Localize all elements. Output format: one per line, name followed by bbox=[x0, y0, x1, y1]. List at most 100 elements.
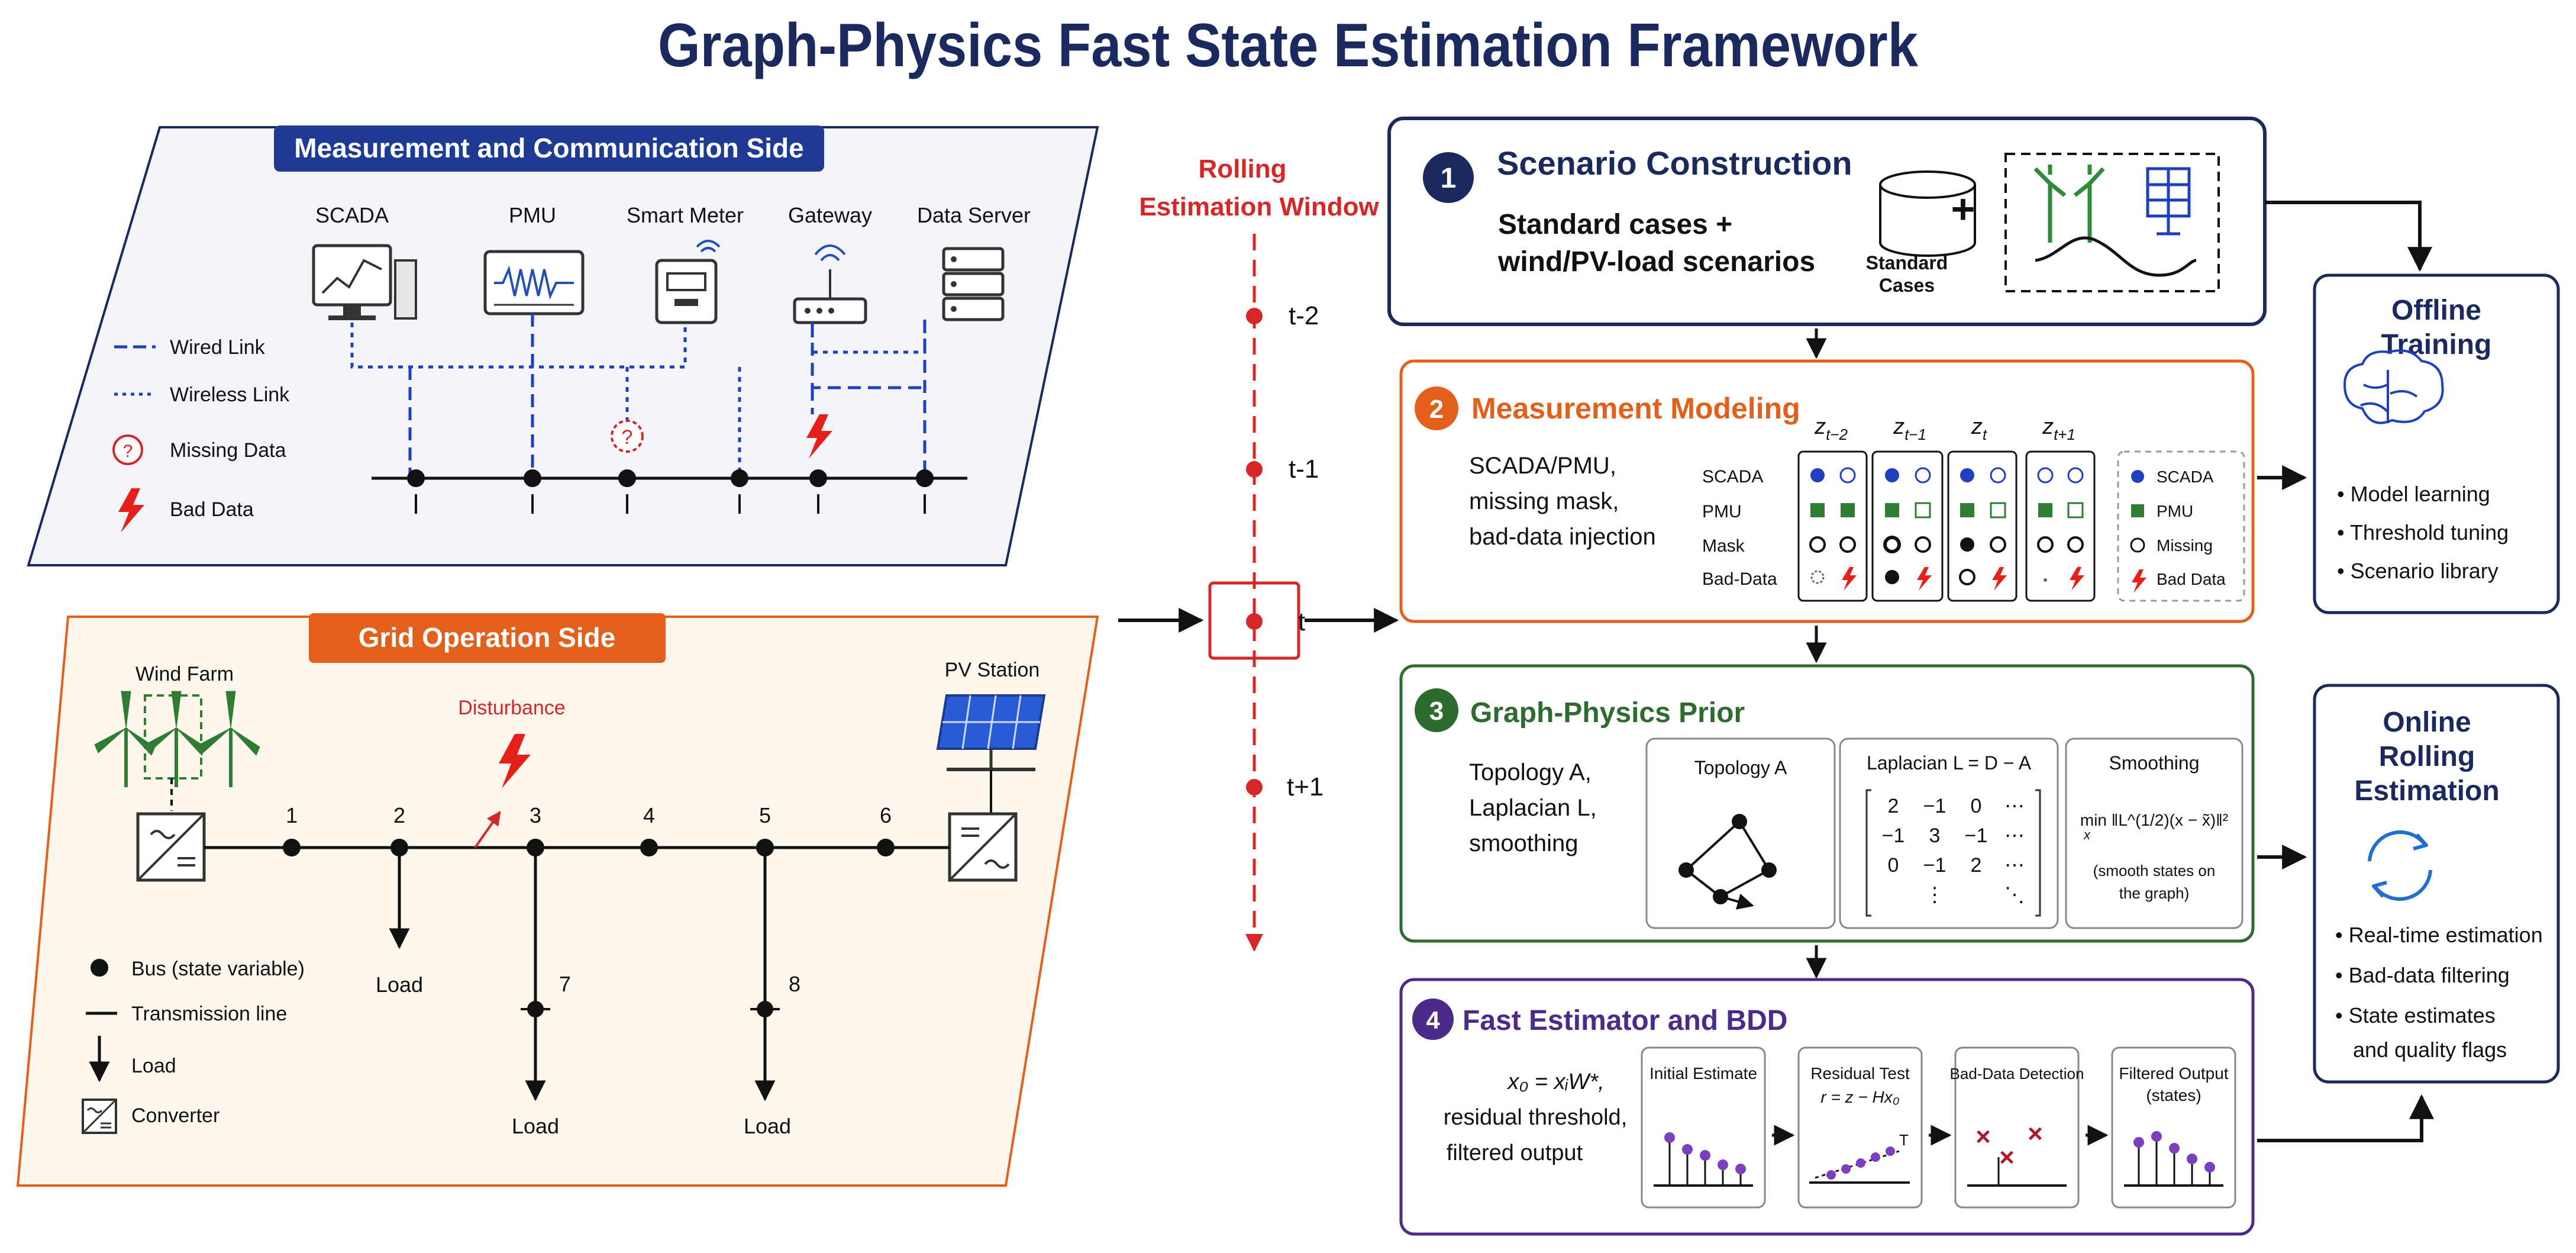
grid-bus-dots bbox=[283, 839, 895, 856]
stage-2-number: 2 bbox=[1429, 395, 1444, 424]
measurement-bus-dots bbox=[407, 469, 934, 487]
offline-item-2: • Threshold tuning bbox=[2337, 520, 2509, 545]
stage-3-title: Graph-Physics Prior bbox=[1470, 697, 1745, 729]
stage-4-number: 4 bbox=[1426, 1006, 1440, 1034]
smoothing-formula: min ‖L^(1/2)(x − x̃)‖² bbox=[2080, 811, 2228, 829]
device-label-scada: SCADA bbox=[315, 203, 389, 227]
panel-filtered-output: Filtered Output bbox=[2119, 1064, 2228, 1083]
legend-bus: Bus (state variable) bbox=[131, 958, 305, 980]
online-item-3-text: State estimates bbox=[2349, 1003, 2496, 1027]
lap-cell-1-3: ⋯ bbox=[2004, 824, 2025, 847]
bus-label-7: 7 bbox=[559, 972, 571, 996]
lap-cell-0-0: 2 bbox=[1888, 795, 1899, 817]
online-estimation-box: Online Rolling Estimation • Real-time es… bbox=[2313, 684, 2560, 1084]
load-label-bus7: Load bbox=[512, 1114, 559, 1138]
online-item-3: • State estimates bbox=[2335, 1003, 2496, 1027]
scenario-wind-icon bbox=[2033, 165, 2105, 243]
smoothing-panel-title: Smoothing bbox=[2109, 752, 2200, 774]
stage-2-desc-2: missing mask, bbox=[1469, 488, 1619, 514]
legend-converter: Converter bbox=[131, 1104, 219, 1127]
cylinder-label-2: Cases bbox=[1879, 275, 1935, 296]
residual-formula: r = z − Hx₀ bbox=[1820, 1088, 1899, 1106]
stage-3-desc-3: smoothing bbox=[1469, 830, 1578, 856]
smoothing-note-2: the graph) bbox=[2119, 884, 2190, 902]
legend-load: Load bbox=[131, 1055, 176, 1077]
svg-text:zt−2: zt−2 bbox=[1814, 414, 1848, 443]
wind-converter-icon bbox=[136, 812, 206, 882]
lap-cell-1-2: −1 bbox=[1965, 824, 1988, 847]
stage-1-scenario-construction: 1 Scenario Construction Standard cases +… bbox=[1387, 117, 2267, 326]
offline-item-2-text: Threshold tuning bbox=[2350, 520, 2509, 545]
online-item-2-text: Bad-data filtering bbox=[2349, 963, 2510, 987]
legend-wireless-link: Wireless Link bbox=[170, 384, 290, 406]
bus-label-3: 3 bbox=[530, 803, 541, 827]
laplacian-matrix: 2 −1 0 ⋯ −1 3 −1 ⋯ 0 −1 2 ⋯ ⋮ ⋱ bbox=[1882, 795, 2025, 906]
window-tick-t: t bbox=[1298, 607, 1305, 636]
stage-1-number: 1 bbox=[1441, 163, 1457, 194]
pv-panel-icon bbox=[936, 694, 1046, 814]
legend-bad-data: Bad Data bbox=[170, 498, 254, 521]
row-label-mask: Mask bbox=[1702, 536, 1745, 556]
data-server-icon bbox=[942, 247, 1005, 321]
panel-filtered-output-sub: (states) bbox=[2146, 1086, 2201, 1104]
lap-cell-0-3: ⋯ bbox=[2004, 795, 2025, 817]
bad-data-x-2: × bbox=[2028, 1119, 2043, 1148]
wind-farm-label: Wind Farm bbox=[135, 663, 234, 685]
bad-data-legend-icon bbox=[118, 488, 144, 533]
load-label-bus8: Load bbox=[744, 1114, 791, 1138]
bus-label-8: 8 bbox=[789, 972, 800, 996]
online-item-1: • Real-time estimation bbox=[2335, 923, 2543, 947]
lap-cell-1-1: 3 bbox=[1929, 824, 1941, 847]
row-label-pmu: PMU bbox=[1702, 502, 1742, 521]
current-time-window[interactable] bbox=[1208, 581, 1300, 660]
pv-station-label: PV Station bbox=[945, 659, 1040, 681]
legend-transmission-line: Transmission line bbox=[131, 1003, 287, 1025]
smoothing-note-1: (smooth states on bbox=[2093, 862, 2216, 880]
threshold-mark: T bbox=[1899, 1131, 1909, 1149]
col-header-4-sub: t+1 bbox=[2054, 426, 2075, 443]
stage-4-desc-3: filtered output bbox=[1447, 1141, 1583, 1165]
cylinder-label-1: Standard bbox=[1866, 252, 1948, 273]
offline-item-3: • Scenario library bbox=[2337, 559, 2498, 583]
stage-3-graph-physics-prior: 3 Graph-Physics Prior Topology A, Laplac… bbox=[1399, 664, 2255, 943]
brain-icon bbox=[2343, 349, 2444, 424]
online-item-1-text: Real-time estimation bbox=[2349, 923, 2543, 947]
online-title-2: Rolling bbox=[2379, 741, 2475, 772]
scada-monitor-icon bbox=[312, 244, 417, 320]
window-tick-t+1: t+1 bbox=[1287, 772, 1323, 801]
panel-bad-data-detection-1: Bad-Data Detection bbox=[1950, 1065, 2084, 1083]
offline-item-1-text: Model learning bbox=[2351, 482, 2490, 506]
lap-cell-2-2: 2 bbox=[1971, 854, 1982, 877]
lap-cell-2-3: ⋯ bbox=[2004, 854, 2025, 877]
bus-label-4: 4 bbox=[643, 803, 655, 827]
converter-legend-icon bbox=[82, 1099, 117, 1134]
offline-training-box: Offline Training • Model learning • Thre… bbox=[2313, 273, 2560, 614]
stage-2-measurement-modeling: 2 Measurement Modeling SCADA/PMU, missin… bbox=[1399, 359, 2255, 623]
bus-label-6: 6 bbox=[880, 803, 892, 827]
online-item-4: and quality flags bbox=[2353, 1038, 2507, 1062]
rolling-window: Rolling Estimation Window t-2 t-1 t t+1 bbox=[1118, 154, 1399, 952]
offline-item-3-text: Scenario library bbox=[2351, 559, 2498, 583]
window-tick-t-2: t-2 bbox=[1289, 301, 1319, 330]
load-label-bus2: Load bbox=[376, 972, 423, 997]
missing-legend-mark: ? bbox=[123, 442, 133, 461]
online-title-3: Estimation bbox=[2354, 775, 2499, 807]
col-header-1-sub: t−2 bbox=[1826, 426, 1848, 443]
legend-missing-data: Missing Data bbox=[170, 439, 286, 462]
svg-text:zt: zt bbox=[1971, 414, 1988, 443]
gateway-router-icon bbox=[793, 244, 867, 324]
scenario-pv-icon bbox=[2146, 167, 2191, 236]
stage-4-title: Fast Estimator and BDD bbox=[1463, 1005, 1787, 1036]
measurement-panel: Measurement and Communication Side SCADA… bbox=[27, 125, 1099, 566]
col-header-2: z bbox=[1893, 414, 1904, 439]
panel-initial-estimate: Initial Estimate bbox=[1649, 1064, 1757, 1083]
col-header-4: z bbox=[2042, 414, 2054, 439]
bad-data-bolt-icon bbox=[806, 414, 832, 459]
online-item-2: • Bad-data filtering bbox=[2335, 963, 2510, 987]
device-label-pmu: PMU bbox=[509, 203, 556, 227]
lap-cell-0-2: 0 bbox=[1971, 795, 1982, 817]
smoothing-formula-sub: x bbox=[2083, 827, 2091, 842]
bad-data-x-3: × bbox=[1999, 1143, 2015, 1172]
disturbance-label: Disturbance bbox=[458, 697, 565, 719]
stage-2-desc-1: SCADA/PMU, bbox=[1469, 453, 1616, 479]
